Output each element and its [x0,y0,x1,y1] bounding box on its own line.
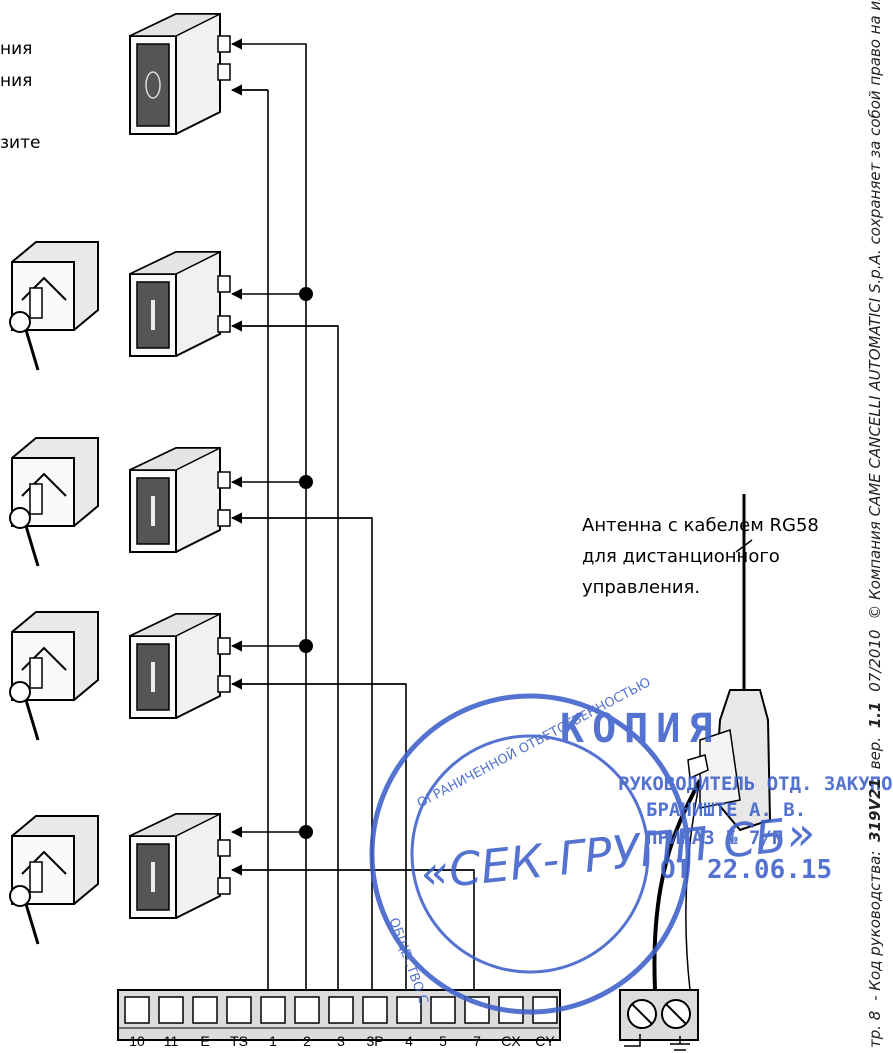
svg-text:тр. 8 - Код руководства:: тр. 8 - Код руководства: 319V21 вер. 1.1… [866,0,884,1048]
intro-text-line1: ния [0,39,32,59]
terminal-cx: CX [498,996,524,1049]
terminal-3: 3 [328,996,354,1049]
key-selector-2 [9,437,99,567]
vertical-footer: тр. 8 - Код руководства: 319V21 вер. 1.1… [866,0,884,1048]
terminal-label: CX [501,1033,521,1049]
push-button-2 [129,447,231,553]
terminal-11: 11 [158,996,184,1049]
terminal-3p: 3P [362,996,388,1049]
terminal-label: TS [230,1033,248,1049]
terminal-block: 10 11 E TS 1 2 3 3P 4 5 7 CX CY [117,989,561,1049]
push-button-4 [129,813,231,919]
terminal-4: 4 [396,996,422,1049]
stamp-line2: БРАНИШТЕ А. В. [646,799,806,821]
antenna-terminal-block [619,989,699,1051]
terminal-e: E [192,996,218,1049]
key-selector-3 [9,611,99,741]
terminal-2: 2 [294,996,320,1049]
antenna-illustration [652,494,772,991]
antenna-caption-line1: Антенна с кабелем RG58 [582,515,819,536]
intro-text-line2: ния [0,71,32,91]
stamp-line4: ОТ 22.06.15 [660,855,832,885]
terminal-ts: TS [226,996,252,1049]
footer-date: 07/2010 [866,629,884,691]
footer-ver: 1.1 [866,702,884,729]
terminal-label: 10 [129,1033,145,1049]
push-button-3 [129,613,231,719]
push-button-stop [129,13,231,135]
key-selector-1 [9,241,99,371]
footer-ver-label: вер. [866,737,884,769]
stamp-line3: ПРИКАЗ № 7/П [646,827,783,849]
terminal-cy: CY [532,996,558,1049]
terminal-5: 5 [430,996,456,1049]
footer-copyright: © Компания CAME CANCELLI AUTOMATICI S.p.… [866,0,884,620]
intro-text-line3: зите [0,133,40,153]
terminal-label: 4 [405,1033,413,1049]
terminal-1: 1 [260,996,286,1049]
key-selector-4 [9,815,99,945]
antenna-caption-line3: управления. [582,577,700,598]
push-button-1 [129,251,231,357]
terminal-label: 3 [337,1033,345,1049]
terminal-label: CY [535,1033,555,1049]
terminal-label: 1 [269,1033,277,1049]
terminal-label: 11 [164,1033,179,1049]
terminal-label: E [200,1033,209,1049]
terminal-label: 3P [366,1033,383,1049]
footer-code-label: - Код руководства: [866,851,884,1001]
antenna-caption-line2: для дистанционного [582,546,780,567]
footer-page: тр. 8 [866,1011,884,1048]
footer-code: 319V21 [866,778,884,842]
junction-dots [299,287,313,839]
terminal-label: 2 [303,1033,311,1049]
stamp-line1: РУКОВОДИТЕЛЬ ОТД. ЗАКУПОК [618,773,893,795]
terminal-label: 7 [473,1033,481,1049]
terminal-label: 5 [439,1033,447,1049]
stamp-title: КОПИЯ [560,706,720,752]
terminal-10: 10 [124,996,150,1049]
company-stamp: «СЕК-ГРУПП СБ» КОПИЯ ОГРАНИЧЕННОЙ ОТВЕТС… [369,674,893,1015]
